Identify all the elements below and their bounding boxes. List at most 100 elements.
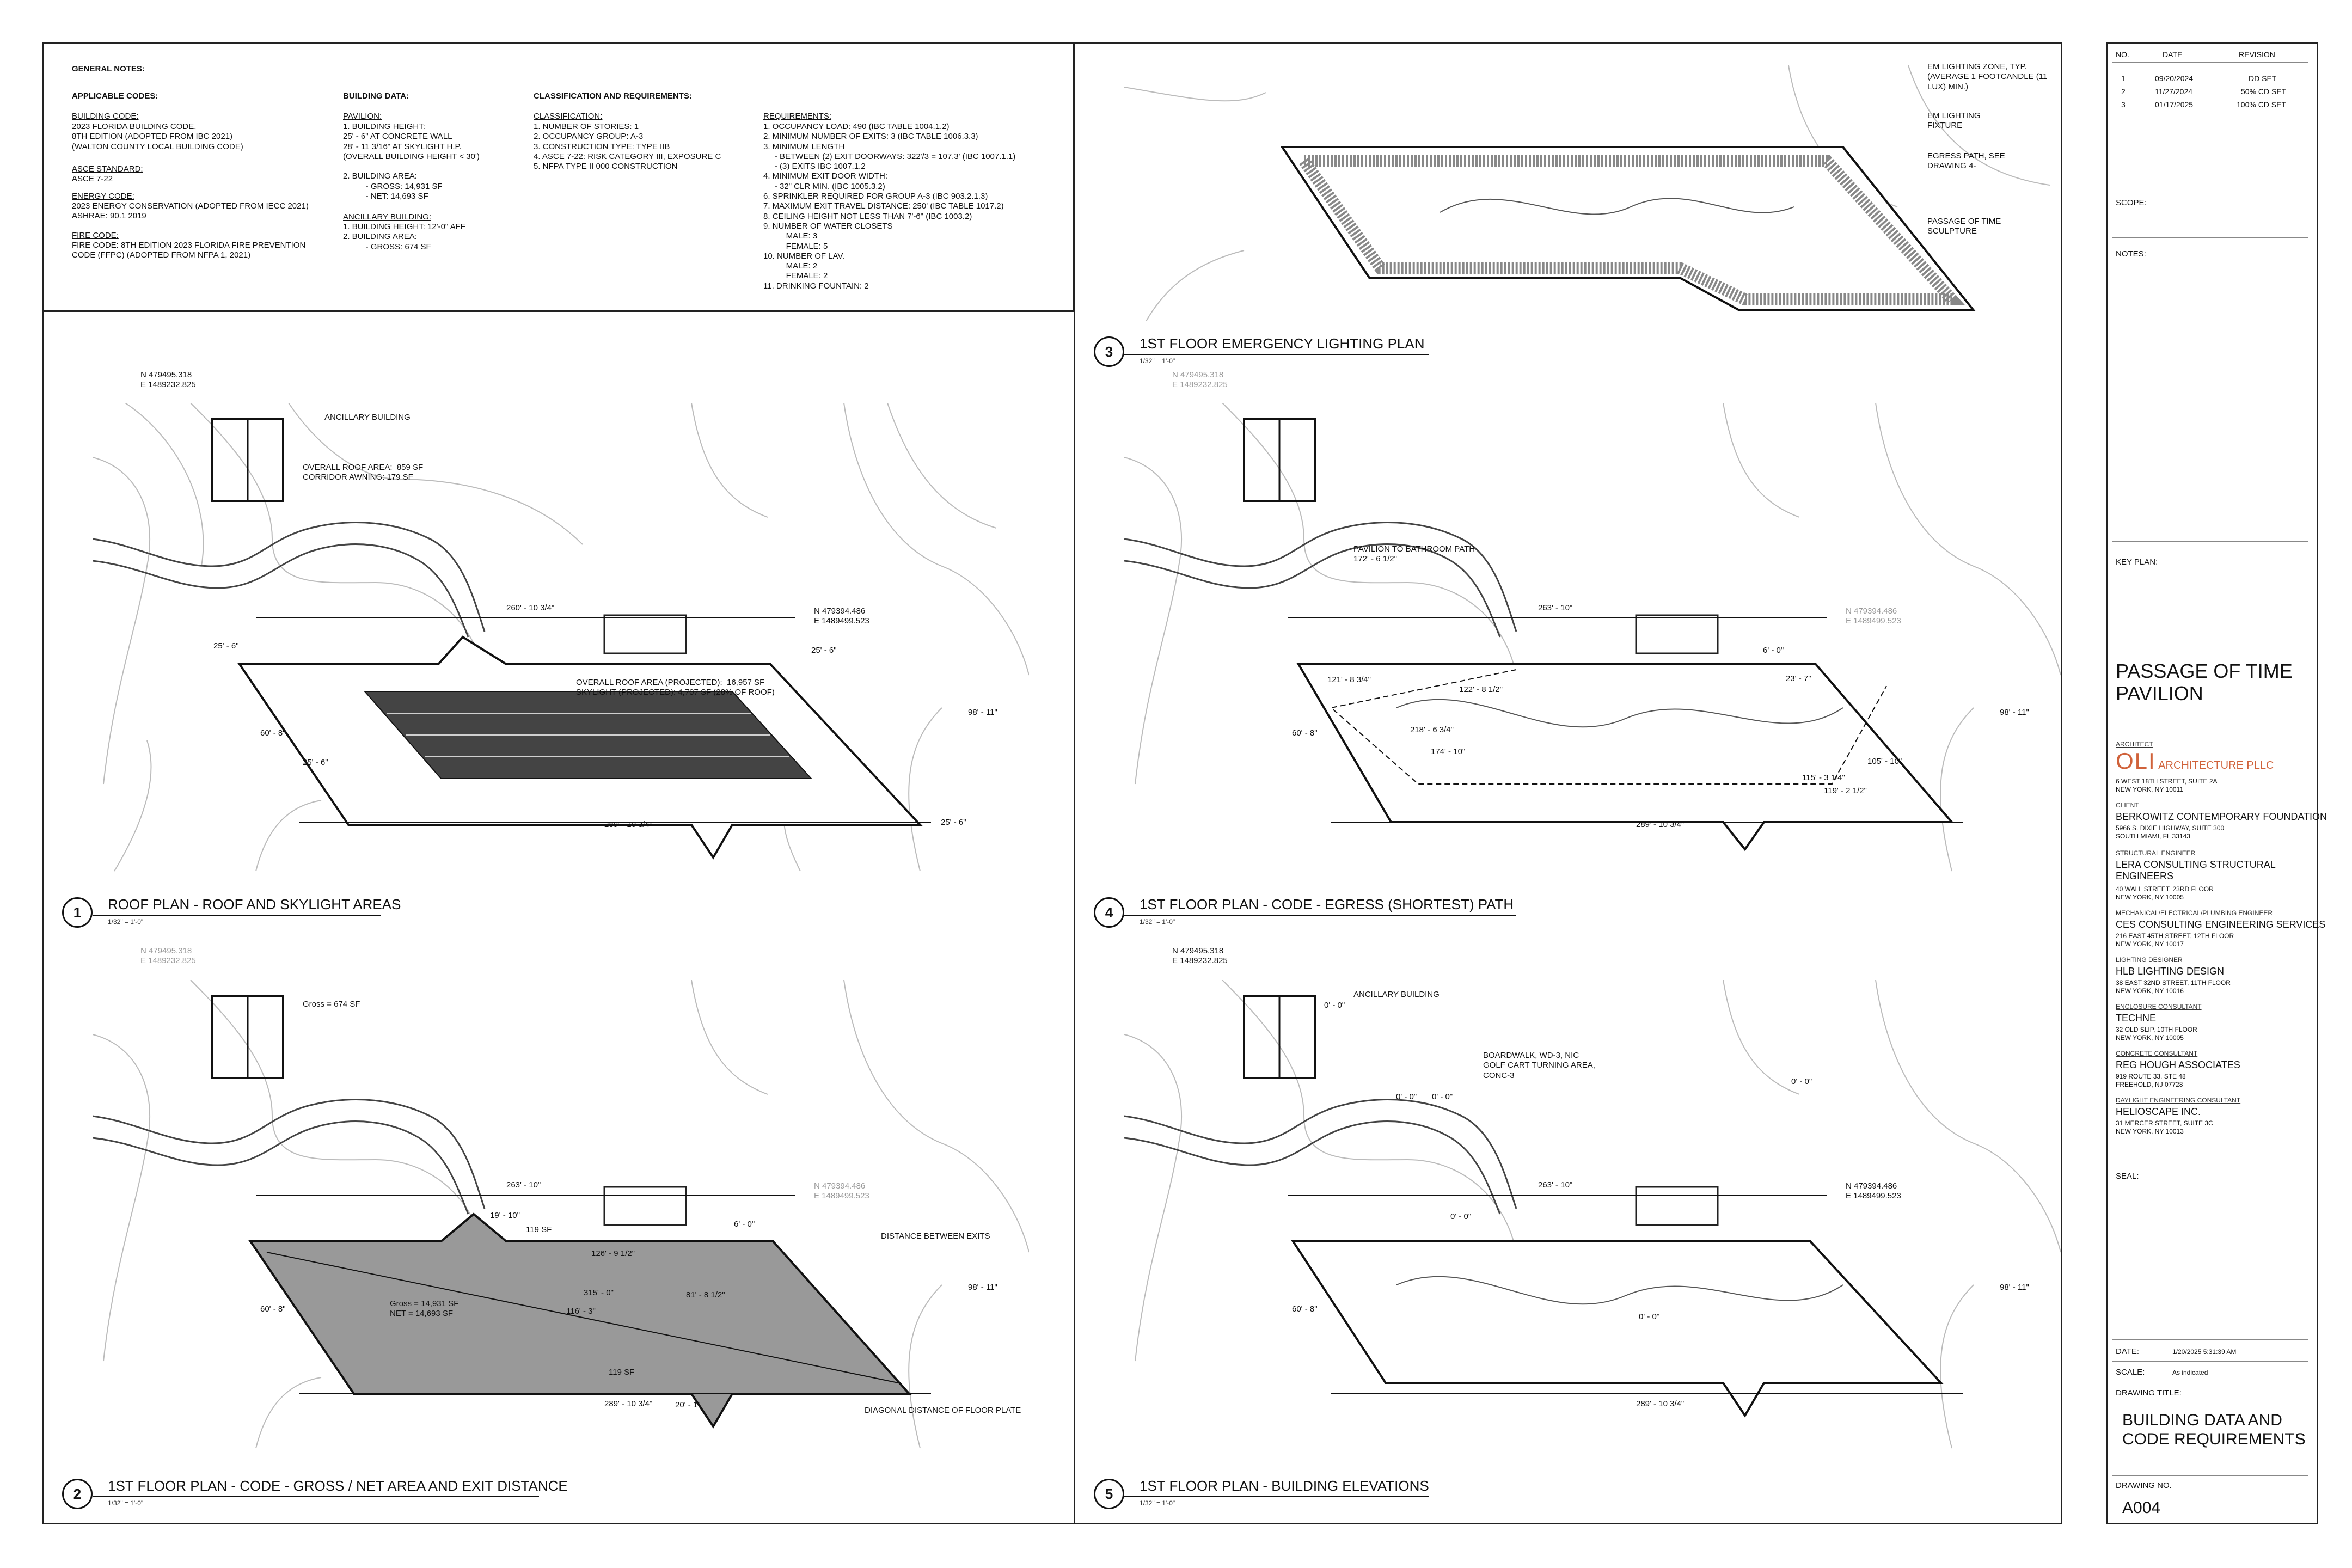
v5-el-0c: 0' - 0" [1432, 1092, 1453, 1101]
v3-passage: PASSAGE OF TIME SCULPTURE [1927, 217, 2001, 236]
architect-logo: OLI [2116, 748, 2156, 774]
consultant-address: 216 EAST 45TH STREET, 12TH FLOOR NEW YOR… [2116, 932, 2234, 948]
v2-dim-315: 315' - 0" [584, 1288, 614, 1297]
consultant-address: 40 WALL STREET, 23RD FLOOR NEW YORK, NY … [2116, 885, 2214, 901]
v5-coord-ne: N 479394.486 E 1489499.523 [1846, 1181, 1901, 1201]
v5-coord-nw: N 479495.318 E 1489232.825 [1172, 946, 1228, 966]
rev-row-3-rev: 100% CD SET [2237, 100, 2287, 109]
titleblock-border [2106, 42, 2318, 1524]
v4-dim-174: 174' - 10" [1431, 747, 1466, 756]
view-title-underline-3 [1124, 354, 1429, 355]
v4-coord-nw: N 479495.318 E 1489232.825 [1172, 370, 1228, 390]
view-title-text-5: 1ST FLOOR PLAN - BUILDING ELEVATIONS [1140, 1478, 1429, 1494]
fire-text: FIRE CODE: 8TH EDITION 2023 FLORIDA FIRE… [72, 241, 306, 260]
site-drawing-5 [1124, 980, 2061, 1449]
view-scale-5: 1/32" = 1'-0" [1140, 1499, 1175, 1507]
seal-rule [2112, 1339, 2308, 1340]
consultant-role: CONCRETE CONSULTANT [2116, 1050, 2198, 1057]
pavilion-text: 1. BUILDING HEIGHT: 25' - 6" AT CONCRETE… [343, 122, 480, 201]
asce-heading: ASCE STANDARD: [72, 164, 143, 174]
building-code-text: 2023 FLORIDA BUILDING CODE, 8TH EDITION … [72, 122, 243, 151]
v2-gross-ancillary: Gross = 674 SF [303, 1000, 360, 1009]
v5-el-0e: 0' - 0" [1450, 1212, 1472, 1221]
rev-row-1-no: 1 [2121, 74, 2126, 83]
v1-dim-25c: 25' - 6" [303, 758, 328, 767]
site-drawing-1 [93, 403, 1029, 872]
v2-dim-20: 20' - 1" [675, 1400, 701, 1410]
consultant-role: ENCLOSURE CONSULTANT [2116, 1003, 2202, 1010]
scope-label: SCOPE: [2116, 198, 2147, 207]
v5-dim-60: 60' - 8" [1292, 1304, 1318, 1314]
architect-logo-block: OLI ARCHITECTURE PLLC [2116, 748, 2274, 774]
v1-coord-ne: N 479394.486 E 1489499.523 [814, 607, 869, 626]
view-number-3: 3 [1094, 336, 1124, 367]
v2-dim-60: 60' - 8" [260, 1304, 286, 1314]
view-scale-4: 1/32" = 1'-0" [1140, 918, 1175, 926]
v4-dim-121: 121' - 8 3/4" [1327, 675, 1371, 684]
architect-role: ARCHITECT [2116, 740, 2153, 748]
v1-dim-60: 60' - 8" [260, 728, 286, 738]
consultant-address: 32 OLD SLIP, 10TH FLOOR NEW YORK, NY 100… [2116, 1026, 2197, 1042]
v3-em-zone: EM LIGHTING ZONE, TYP. (AVERAGE 1 FOOTCA… [1927, 62, 2048, 91]
consultant-name: TECHNE [2116, 1013, 2157, 1024]
v4-dim-105: 105' - 10" [1867, 757, 1902, 766]
consultant-role: STRUCTURAL ENGINEER [2116, 849, 2196, 857]
rev-row-3-date: 01/17/2025 [2155, 100, 2194, 109]
site-drawing-4 [1124, 403, 2061, 872]
v1-coord-nw: N 479495.318 E 1489232.825 [140, 370, 196, 390]
view-number-1: 1 [62, 897, 93, 928]
scale-value: As indicated [2172, 1369, 2208, 1376]
v2-dim-19: 19' - 10" [490, 1211, 520, 1220]
general-notes-title: GENERAL NOTES: [72, 64, 145, 74]
energy-text: 2023 ENERGY CONSERVATION (ADOPTED FROM I… [72, 201, 309, 221]
view-number-4: 4 [1094, 897, 1124, 928]
v2-dim-126: 126' - 9 1/2" [591, 1249, 635, 1258]
view-title-underline-5 [1124, 1496, 1429, 1497]
rev-row-2-date: 11/27/2024 [2155, 87, 2193, 96]
view-title-text-2: 1ST FLOOR PLAN - CODE - GROSS / NET AREA… [108, 1478, 568, 1494]
drawing-title-rule [2112, 1475, 2308, 1476]
v2-diagonal: DIAGONAL DISTANCE OF FLOOR PLATE [865, 1406, 1021, 1415]
view-title-text-4: 1ST FLOOR PLAN - CODE - EGRESS (SHORTEST… [1140, 896, 1514, 912]
v2-dim-116: 116' - 3" [566, 1307, 596, 1316]
v4-dim-top: 263' - 10" [1538, 603, 1573, 612]
view-scale-2: 1/32" = 1'-0" [108, 1499, 144, 1507]
project-name: PASSAGE OF TIME PAVILION [2116, 660, 2293, 705]
v1-dim-25d: 25' - 6" [941, 818, 966, 827]
scope-rule [2112, 237, 2308, 238]
v5-ancillary: ANCILLARY BUILDING [1353, 990, 1440, 999]
consultant-name: CES CONSULTING ENGINEERING SERVICES [2116, 919, 2326, 930]
v2-sf-119b: 119 SF [609, 1368, 635, 1377]
v2-dim-6: 6' - 0" [734, 1220, 755, 1229]
consultant-name: HLB LIGHTING DESIGN [2116, 966, 2225, 977]
v4-path: PAVILION TO BATHROOM PATH 172' - 6 1/2" [1353, 544, 1475, 564]
key-plan-label: KEY PLAN: [2116, 558, 2158, 567]
v4-dim-60: 60' - 8" [1292, 728, 1318, 738]
requirements-items: 1. OCCUPANCY LOAD: 490 (IBC TABLE 1004.1… [763, 122, 1016, 291]
consultant-role: LIGHTING DESIGNER [2116, 956, 2183, 964]
v2-coord-ne: N 479394.486 E 1489499.523 [814, 1181, 869, 1201]
ancillary-heading: ANCILLARY BUILDING: [343, 212, 432, 222]
v2-dim-top: 263' - 10" [506, 1180, 541, 1190]
drawing-number: A004 [2122, 1499, 2161, 1517]
ancillary-text: 1. BUILDING HEIGHT: 12'-0" AFF 2. BUILDI… [343, 222, 465, 252]
view-title-text-1: ROOF PLAN - ROOF AND SKYLIGHT AREAS [108, 896, 401, 912]
rev-row-2-rev: 50% CD SET [2241, 87, 2287, 96]
view-title-underline-1 [93, 915, 381, 916]
building-data-heading: BUILDING DATA: [343, 91, 409, 101]
v4-dim-119: 119' - 2 1/2" [1824, 786, 1867, 795]
consultant-role: DAYLIGHT ENGINEERING CONSULTANT [2116, 1097, 2241, 1104]
classification-subheading: CLASSIFICATION: [534, 112, 603, 121]
v5-dim-top: 263' - 10" [1538, 1180, 1573, 1190]
v5-el-0f: 0' - 0" [1639, 1312, 1660, 1321]
energy-heading: ENERGY CODE: [72, 192, 134, 201]
requirements-heading: REQUIREMENTS: [763, 112, 832, 121]
architect-name: ARCHITECTURE PLLC [2158, 759, 2274, 771]
v1-roof-area: OVERALL ROOF AREA: 859 SF CORRIDOR AWNIN… [303, 463, 424, 482]
v5-boardwalk: BOARDWALK, WD-3, NIC GOLF CART TURNING A… [1483, 1051, 1595, 1080]
scale-label: SCALE: [2116, 1368, 2145, 1377]
consultant-address: 919 ROUTE 33, STE 48 FREEHOLD, NJ 07728 [2116, 1073, 2186, 1088]
architect-address: 6 WEST 18TH STREET, SUITE 2A NEW YORK, N… [2116, 777, 2218, 793]
consultant-name: REG HOUGH ASSOCIATES [2116, 1059, 2240, 1070]
consultant-name: HELIOSCAPE INC. [2116, 1106, 2201, 1117]
